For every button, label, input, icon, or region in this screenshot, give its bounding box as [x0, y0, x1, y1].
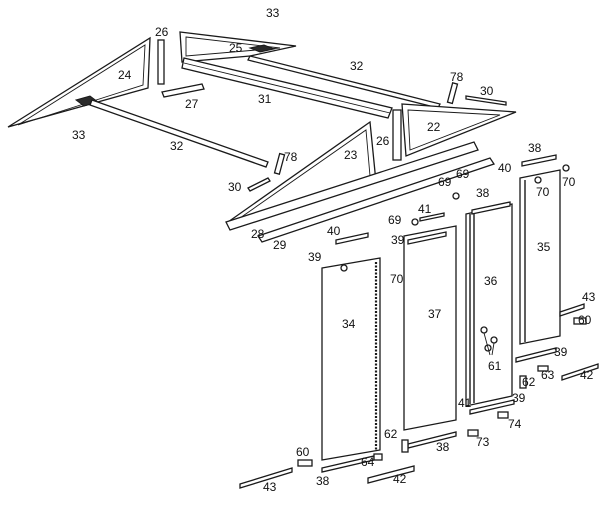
- label-39d: 39: [512, 391, 526, 405]
- label-33: 33: [266, 6, 280, 20]
- label-41b: 41: [458, 396, 472, 410]
- label-30: 30: [480, 84, 494, 98]
- part-69-knob: [452, 192, 460, 200]
- part-74-fitting: [497, 411, 509, 419]
- part-39-top-strip: [407, 231, 447, 245]
- label-69: 69: [456, 167, 470, 181]
- part-61-hinge-cluster: [480, 326, 498, 356]
- roof-assembly: [7, 31, 517, 243]
- label-39c: 39: [554, 345, 568, 359]
- label-63: 63: [541, 368, 555, 382]
- part-62-fitting: [401, 439, 409, 453]
- label-41: 41: [418, 202, 432, 216]
- label-32: 32: [350, 59, 364, 73]
- part-70-knob: [340, 264, 348, 272]
- label-36: 36: [484, 274, 498, 288]
- part-70-knob: [534, 176, 542, 184]
- label-38b: 38: [476, 186, 490, 200]
- part-34-panel: [321, 257, 381, 461]
- part-28-base-rail: [225, 141, 479, 231]
- part-78-clip-left: [273, 152, 286, 175]
- part-38-top-strip: [471, 201, 511, 215]
- part-36-panel: [465, 203, 513, 407]
- label-32b: 32: [170, 139, 184, 153]
- part-30-strip-left: [247, 177, 271, 192]
- label-78b: 78: [284, 150, 298, 164]
- part-39-bottom-strip: [469, 399, 515, 415]
- part-35-panel: [519, 169, 561, 345]
- label-43: 43: [582, 290, 596, 304]
- label-26b: 26: [376, 134, 390, 148]
- label-39: 39: [391, 233, 405, 247]
- label-38c: 38: [436, 440, 450, 454]
- label-35: 35: [537, 240, 551, 254]
- part-70-knob: [562, 164, 570, 172]
- part-42-bottom-strip: [561, 363, 599, 381]
- label-30b: 30: [228, 180, 242, 194]
- label-61: 61: [488, 359, 502, 373]
- callout-labels: 33 26 25 24 32 78 30 27 31 22 33 26 32 2…: [72, 6, 596, 494]
- part-39-bottom-strip: [515, 347, 557, 363]
- label-31: 31: [258, 92, 272, 106]
- label-60: 60: [578, 313, 592, 327]
- label-37: 37: [428, 307, 442, 321]
- part-43-side-strip: [559, 303, 585, 317]
- part-26-post-left: [157, 39, 165, 85]
- label-69b: 69: [438, 175, 452, 189]
- label-42: 42: [580, 368, 594, 382]
- label-70b: 70: [536, 185, 550, 199]
- label-43b: 43: [263, 480, 277, 494]
- part-38-top-strip: [521, 154, 557, 167]
- label-78: 78: [450, 70, 464, 84]
- part-22-gable-triangle: [401, 103, 517, 157]
- label-60b: 60: [296, 445, 310, 459]
- part-37-panel: [403, 225, 457, 431]
- label-39b: 39: [308, 250, 322, 264]
- part-33-bracket-top: [248, 44, 276, 53]
- part-64-fitting: [373, 453, 383, 461]
- part-32-rail-lower: [89, 99, 269, 168]
- label-64: 64: [361, 455, 375, 469]
- label-40: 40: [498, 161, 512, 175]
- label-62: 62: [522, 375, 536, 389]
- part-60-fitting: [297, 459, 313, 467]
- part-73-fitting: [467, 429, 479, 437]
- panel-assembly: [239, 154, 599, 489]
- part-62-fitting: [519, 375, 527, 389]
- part-40-top-strip: [335, 232, 369, 245]
- label-27: 27: [185, 97, 199, 111]
- part-69-knob: [411, 218, 419, 226]
- label-70: 70: [562, 175, 576, 189]
- part-26-post-right: [392, 109, 402, 161]
- label-26: 26: [155, 25, 169, 39]
- label-33b: 33: [72, 128, 86, 142]
- label-24: 24: [118, 68, 132, 82]
- label-38d: 38: [316, 474, 330, 488]
- label-74: 74: [508, 417, 522, 431]
- label-23: 23: [344, 148, 358, 162]
- part-30-strip-right: [465, 95, 507, 106]
- part-63-fitting: [537, 365, 549, 372]
- label-73: 73: [476, 435, 490, 449]
- label-62b: 62: [384, 427, 398, 441]
- label-69c: 69: [388, 213, 402, 227]
- label-29: 29: [273, 238, 287, 252]
- label-25: 25: [229, 41, 243, 55]
- label-38-top-right: 38: [528, 141, 542, 155]
- part-27-bar: [161, 83, 205, 98]
- part-42-bottom-strip: [367, 465, 415, 484]
- label-70c: 70: [390, 272, 404, 286]
- part-60-fitting: [573, 317, 587, 325]
- label-22: 22: [427, 120, 441, 134]
- part-41-top-strip: [419, 212, 445, 222]
- part-29-base-rail: [256, 157, 496, 243]
- label-40b: 40: [327, 224, 341, 238]
- label-28: 28: [251, 227, 265, 241]
- part-24-gable-triangle: [7, 36, 151, 128]
- label-42b: 42: [393, 472, 407, 486]
- part-43-bottom-strip: [239, 467, 293, 489]
- label-34: 34: [342, 317, 356, 331]
- part-78-clip-right: [446, 82, 459, 105]
